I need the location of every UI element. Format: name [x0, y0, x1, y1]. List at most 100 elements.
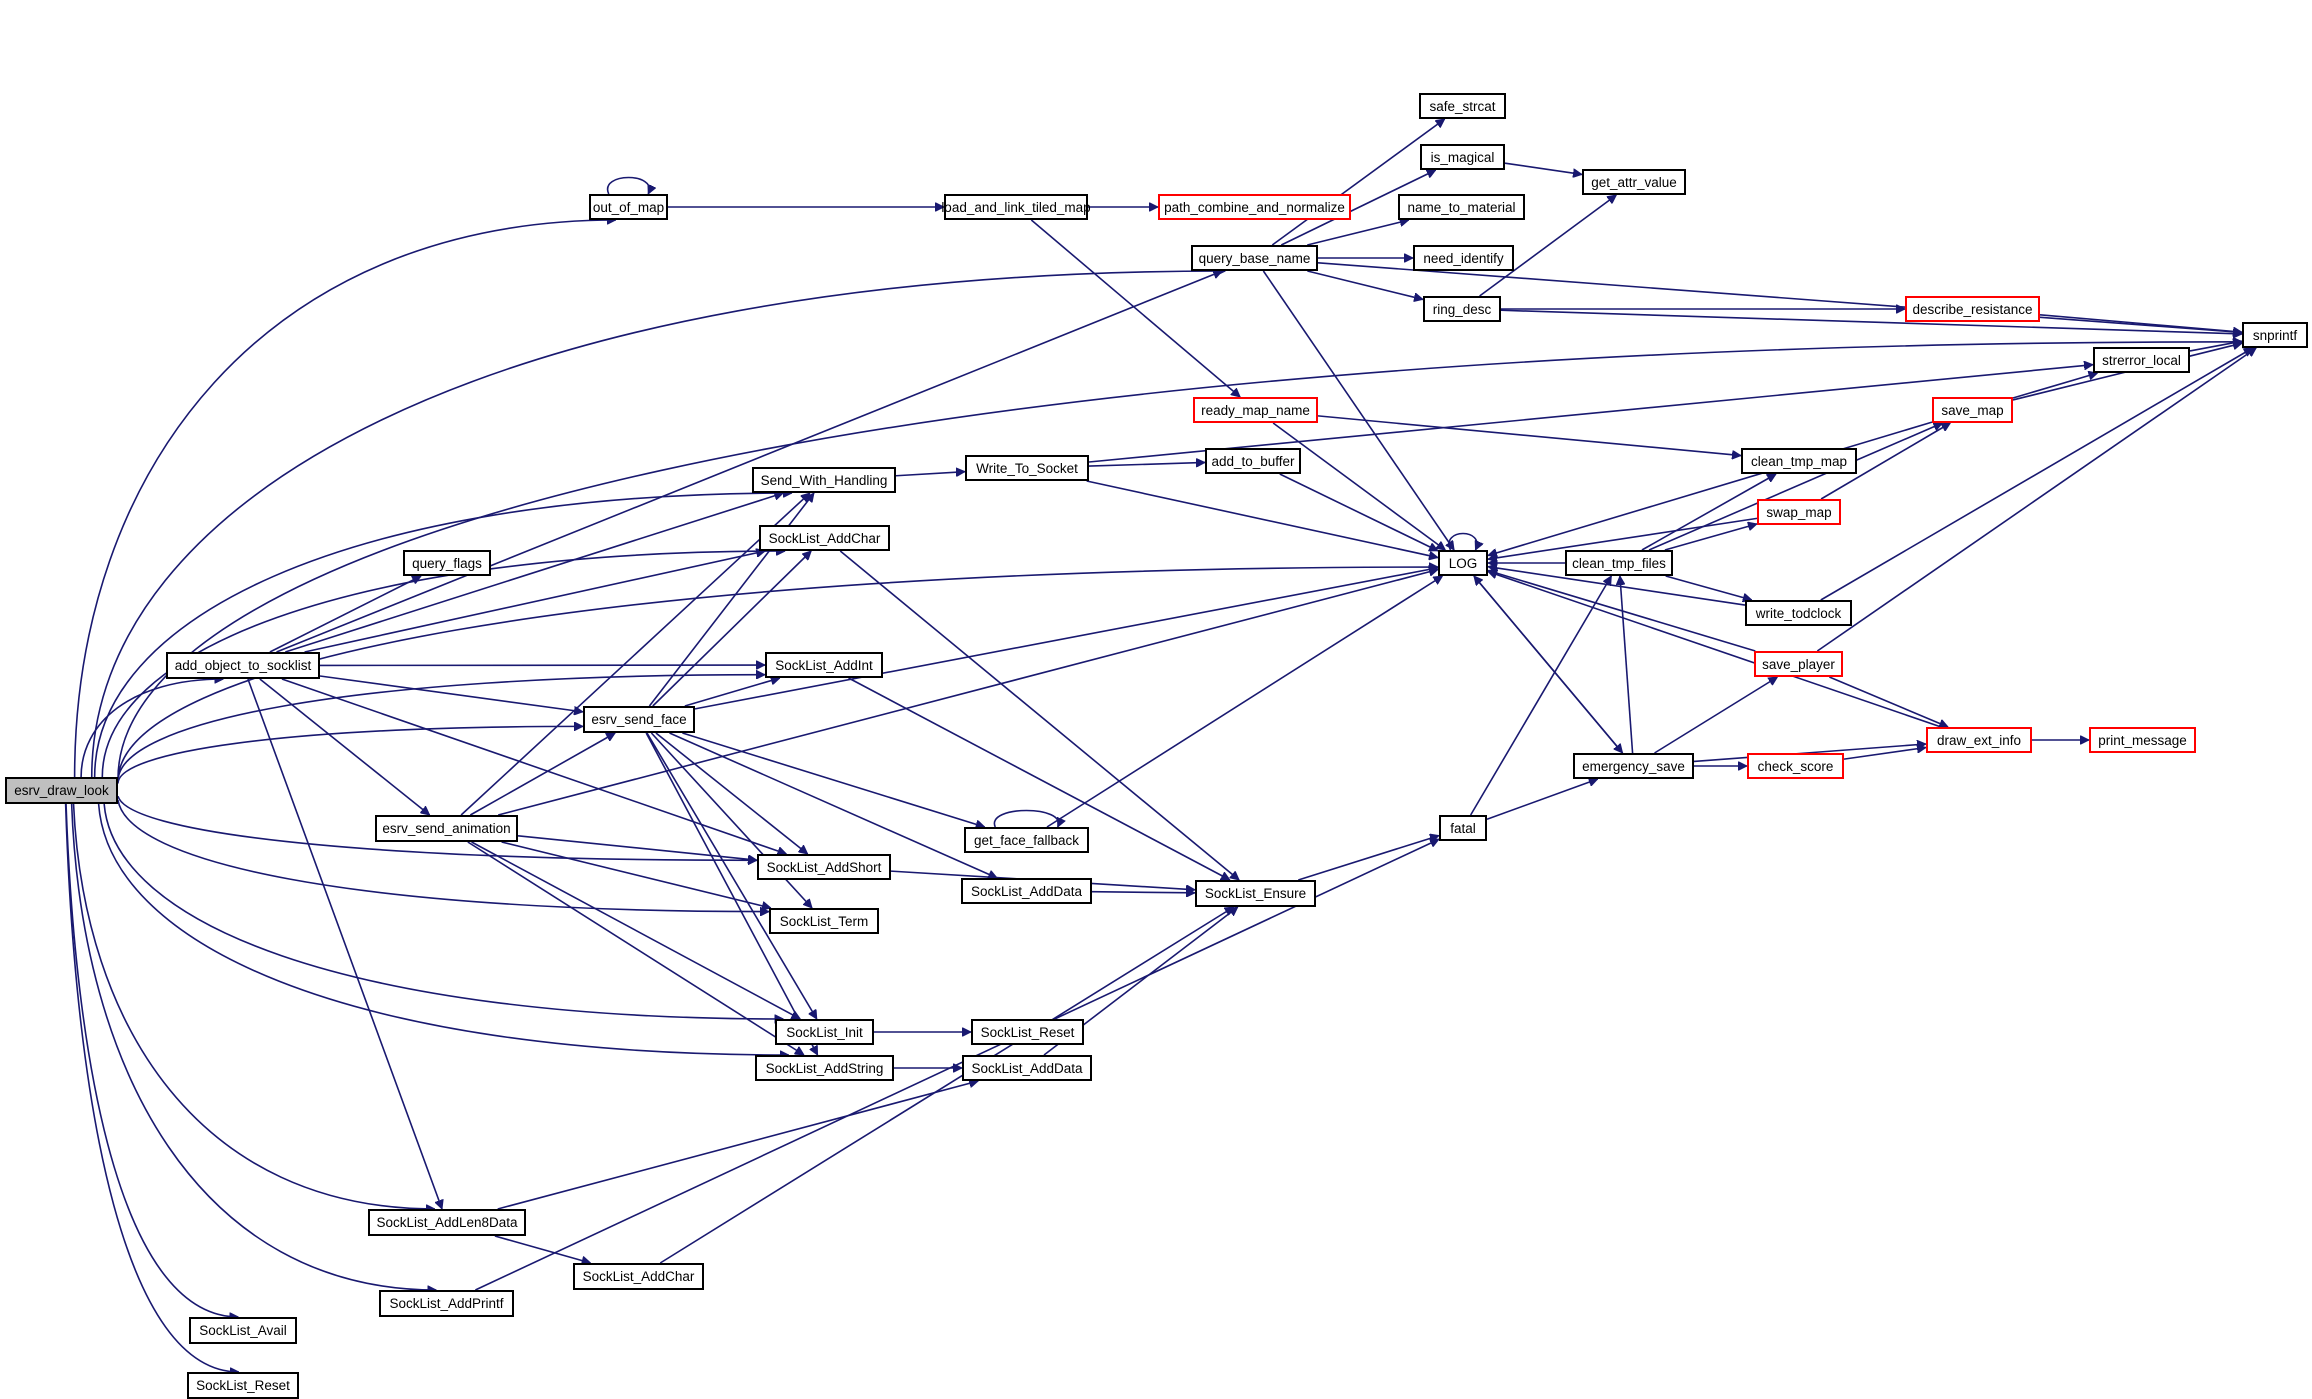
- node-label: LOG: [1449, 556, 1478, 571]
- node-socklist-addprintf[interactable]: SockList_AddPrintf: [379, 1290, 514, 1317]
- node-check-score[interactable]: check_score: [1747, 753, 1844, 779]
- node-label: SockList_Reset: [196, 1378, 290, 1393]
- edge-save_map-to-LOG: [1488, 422, 1932, 555]
- node-label: strerror_local: [2102, 353, 2181, 368]
- node-print-message[interactable]: print_message: [2089, 727, 2196, 753]
- node-label: print_message: [2098, 733, 2187, 748]
- node-label: esrv_send_animation: [382, 821, 510, 836]
- node-load-and-link-tiled-map[interactable]: load_and_link_tiled_map: [944, 194, 1088, 220]
- edge-ready_map_name-to-clean_tmp_map: [1318, 416, 1741, 456]
- edge-emergency_save-to-clean_tmp_files: [1620, 576, 1633, 753]
- node-label: SockList_AddInt: [775, 658, 873, 673]
- node-label: fatal: [1450, 821, 1476, 836]
- edge-SockList_Ensure-to-fatal: [1298, 836, 1439, 880]
- edge-query_base_name-to-safe_strcat: [1272, 119, 1444, 245]
- node-query-base-name[interactable]: query_base_name: [1191, 245, 1318, 271]
- edge-add_object_to_socklist-to-esrv_send_animation: [260, 679, 430, 815]
- edge-esrv_send_face-to-SockList_AddString: [646, 733, 817, 1055]
- node-save-map[interactable]: save_map: [1932, 397, 2013, 423]
- edge-esrv_send_animation-to-Send_With_Handling: [461, 493, 810, 815]
- node-socklist-reset-2[interactable]: SockList_Reset: [187, 1372, 299, 1399]
- node-need-identify[interactable]: need_identify: [1413, 245, 1514, 271]
- node-label: SockList_AddData: [971, 884, 1082, 899]
- node-label: draw_ext_info: [1937, 733, 2021, 748]
- node-send-with-handling[interactable]: Send_With_Handling: [752, 467, 896, 493]
- node-label: SockList_AddLen8Data: [376, 1215, 517, 1230]
- node-socklist-term[interactable]: SockList_Term: [769, 908, 879, 934]
- node-label: SockList_AddString: [766, 1061, 884, 1076]
- node-log[interactable]: LOG: [1438, 550, 1488, 576]
- edge-esrv_send_animation-to-SockList_AddShort: [518, 836, 757, 860]
- node-label: SockList_Init: [786, 1025, 863, 1040]
- node-label: get_attr_value: [1591, 175, 1677, 190]
- node-socklist-addstring[interactable]: SockList_AddString: [755, 1055, 894, 1081]
- node-socklist-init[interactable]: SockList_Init: [775, 1019, 874, 1045]
- edge-query_base_name-to-ring_desc: [1307, 271, 1423, 299]
- node-esrv-send-face[interactable]: esrv_send_face: [583, 706, 695, 733]
- node-clean-tmp-files[interactable]: clean_tmp_files: [1565, 550, 1673, 576]
- node-label: SockList_Ensure: [1205, 886, 1306, 901]
- node-safe-strcat[interactable]: safe_strcat: [1419, 93, 1506, 119]
- node-swap-map[interactable]: swap_map: [1757, 499, 1841, 525]
- node-socklist-addchar-2[interactable]: SockList_AddChar: [573, 1263, 704, 1290]
- node-label: describe_resistance: [1912, 302, 2032, 317]
- node-esrv-draw-look[interactable]: esrv_draw_look: [5, 777, 118, 804]
- edge-esrv_draw_look-to-esrv_send_face: [118, 726, 583, 783]
- node-draw-ext-info[interactable]: draw_ext_info: [1926, 727, 2032, 753]
- node-query-flags[interactable]: query_flags: [403, 550, 491, 576]
- edge-clean_tmp_files-to-write_todclock: [1666, 576, 1752, 600]
- edge-query_base_name-to-name_to_material: [1307, 220, 1408, 245]
- node-fatal[interactable]: fatal: [1439, 815, 1487, 841]
- edge-esrv_send_face-to-SockList_Term: [651, 733, 812, 908]
- edge-esrv_send_animation-to-SockList_AddString: [468, 842, 804, 1055]
- node-path-combine-and-normalize[interactable]: path_combine_and_normalize: [1158, 194, 1351, 220]
- edge-get_face_fallback-to-LOG: [1047, 576, 1443, 827]
- node-label: SockList_AddChar: [769, 531, 881, 546]
- edge-emergency_save-to-LOG: [1474, 576, 1623, 753]
- node-socklist-addlen8data[interactable]: SockList_AddLen8Data: [368, 1209, 526, 1236]
- edge-describe_resistance-to-snprintf: [2040, 315, 2242, 332]
- node-label: check_score: [1758, 759, 1834, 774]
- edge-clean_tmp_files-to-clean_tmp_map: [1642, 474, 1776, 550]
- node-add-object-to-socklist[interactable]: add_object_to_socklist: [166, 652, 320, 679]
- edge-fatal-to-emergency_save: [1487, 779, 1598, 819]
- edge-fatal-to-clean_tmp_files: [1471, 576, 1612, 815]
- node-clean-tmp-map[interactable]: clean_tmp_map: [1741, 448, 1857, 474]
- node-write-todclock[interactable]: write_todclock: [1745, 600, 1852, 626]
- node-label: Write_To_Socket: [976, 461, 1078, 476]
- node-socklist-adddata-1[interactable]: SockList_AddData: [961, 878, 1092, 904]
- node-get-face-fallback[interactable]: get_face_fallback: [964, 827, 1089, 853]
- node-label: load_and_link_tiled_map: [941, 200, 1090, 215]
- node-label: SockList_Avail: [199, 1323, 287, 1338]
- node-socklist-ensure[interactable]: SockList_Ensure: [1195, 880, 1316, 907]
- node-describe-resistance[interactable]: describe_resistance: [1905, 296, 2040, 322]
- node-save-player[interactable]: save_player: [1754, 651, 1843, 677]
- node-write-to-socket[interactable]: Write_To_Socket: [965, 455, 1089, 481]
- node-socklist-addshort[interactable]: SockList_AddShort: [757, 854, 891, 880]
- node-label: query_base_name: [1199, 251, 1311, 266]
- node-label: clean_tmp_map: [1751, 454, 1847, 469]
- node-strerror-local[interactable]: strerror_local: [2093, 347, 2190, 373]
- node-ring-desc[interactable]: ring_desc: [1423, 296, 1501, 322]
- node-label: is_magical: [1431, 150, 1495, 165]
- node-socklist-avail[interactable]: SockList_Avail: [189, 1317, 297, 1344]
- node-esrv-send-animation[interactable]: esrv_send_animation: [375, 815, 518, 842]
- edge-esrv_send_animation-to-LOG: [498, 570, 1438, 815]
- node-snprintf[interactable]: snprintf: [2242, 322, 2308, 348]
- node-emergency-save[interactable]: emergency_save: [1573, 753, 1694, 779]
- node-is-magical[interactable]: is_magical: [1420, 144, 1505, 170]
- edge-write_todclock-to-snprintf: [1821, 348, 2253, 600]
- node-socklist-addint[interactable]: SockList_AddInt: [765, 652, 883, 678]
- node-ready-map-name[interactable]: ready_map_name: [1193, 397, 1318, 423]
- node-add-to-buffer[interactable]: add_to_buffer: [1205, 448, 1301, 474]
- edge-Send_With_Handling-to-Write_To_Socket: [896, 472, 965, 476]
- node-socklist-reset-1[interactable]: SockList_Reset: [971, 1019, 1084, 1045]
- node-label: emergency_save: [1582, 759, 1685, 774]
- node-name-to-material[interactable]: name_to_material: [1398, 194, 1525, 220]
- node-out-of-map[interactable]: out_of_map: [589, 194, 668, 220]
- node-socklist-addchar-1[interactable]: SockList_AddChar: [759, 525, 890, 551]
- node-get-attr-value[interactable]: get_attr_value: [1582, 169, 1686, 195]
- node-socklist-adddata-2[interactable]: SockList_AddData: [962, 1055, 1092, 1081]
- edge-esrv_send_face-to-SockList_AddChar_1: [653, 551, 811, 706]
